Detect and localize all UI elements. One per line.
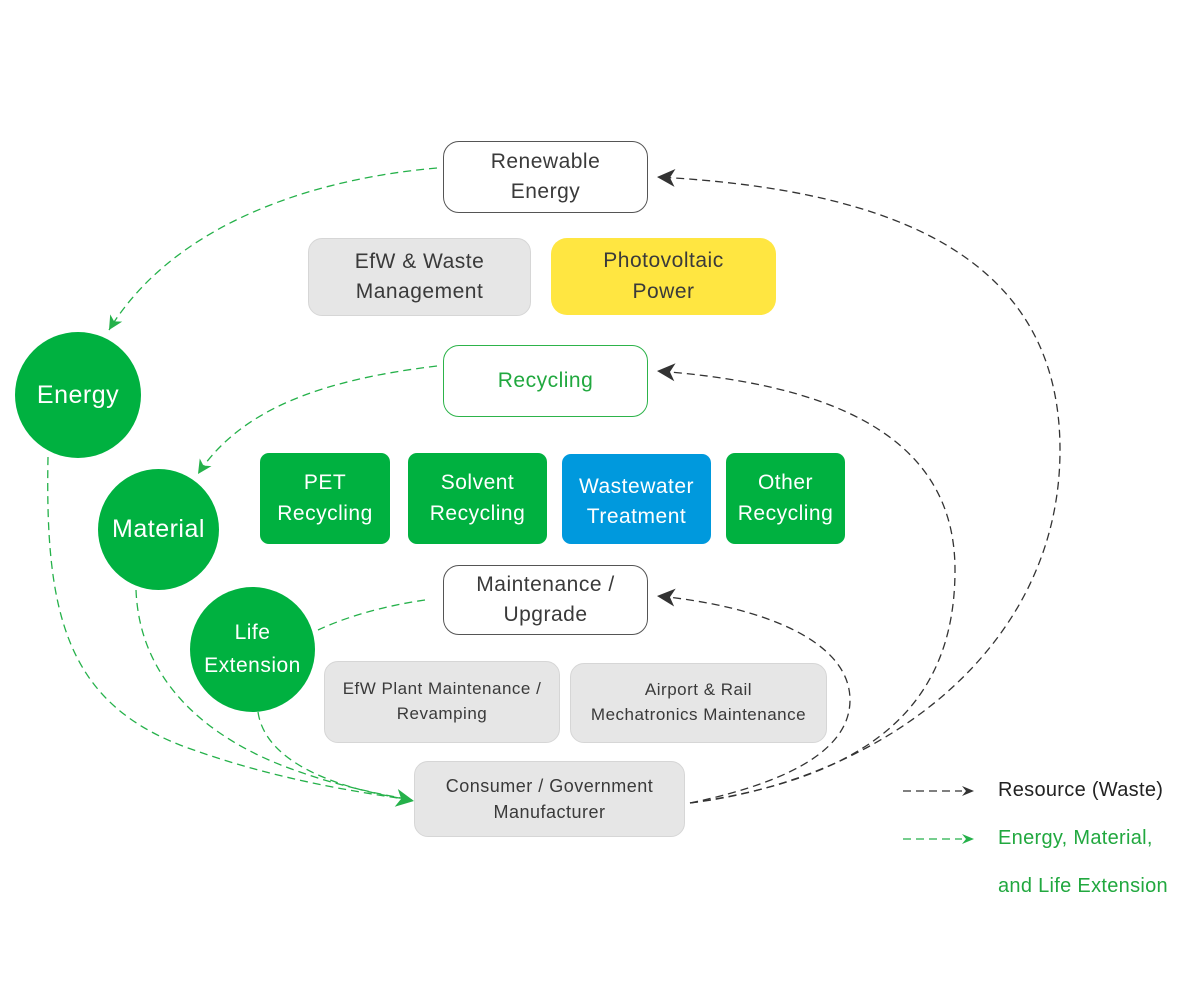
node-maintenance-upgrade: Maintenance / Upgrade [443,565,648,635]
legend-energy-label: Energy, Material, and Life Extension [998,827,1168,897]
circle-material: Material [98,469,219,590]
arrow-recycling-to-material [197,365,438,475]
arrow-life-to-consumer [257,711,413,801]
legend-resource-label: Resource (Waste) [998,779,1164,801]
node-pet-recycling: PET Recycling [260,453,390,544]
node-recycling: Recycling [443,345,648,417]
arrowhead-recycling [657,363,676,382]
circle-energy: Energy [15,332,141,458]
arrowhead-energy [109,314,123,330]
circle-life-extension: Life Extension [190,587,315,712]
node-airport-rail-maintenance: Airport & Rail Mechatronics Maintenance [570,663,827,743]
arrowhead-maintenance [657,588,676,607]
arrow-renewable-to-energy [108,167,438,331]
arrow-consumer-to-maintenance [657,595,851,804]
legend-energy-arrowhead [962,834,974,844]
arrow-energy-to-consumer [47,456,413,801]
node-consumer-government: Consumer / Government Manufacturer [414,761,685,837]
node-other-recycling: Other Recycling [726,453,845,544]
legend-resource-arrowhead [962,786,974,796]
arrowhead-consumer [394,789,414,807]
node-solvent-recycling: Solvent Recycling [408,453,547,544]
node-photovoltaic-power: Photovoltaic Power [551,238,776,315]
arrow-consumer-to-renewable [657,176,1061,804]
node-efw-plant-maintenance: EfW Plant Maintenance / Revamping [324,661,560,743]
arrow-maintenance-to-life [317,599,426,631]
arrow-material-to-consumer [135,589,413,801]
arrow-consumer-to-recycling [657,370,956,804]
node-wastewater-treatment: Wastewater Treatment [562,454,711,544]
node-efw-waste-management: EfW & Waste Management [308,238,531,316]
node-renewable-energy: Renewable Energy [443,141,648,213]
arrowhead-renewable [657,168,676,187]
arrowhead-material [198,458,212,474]
